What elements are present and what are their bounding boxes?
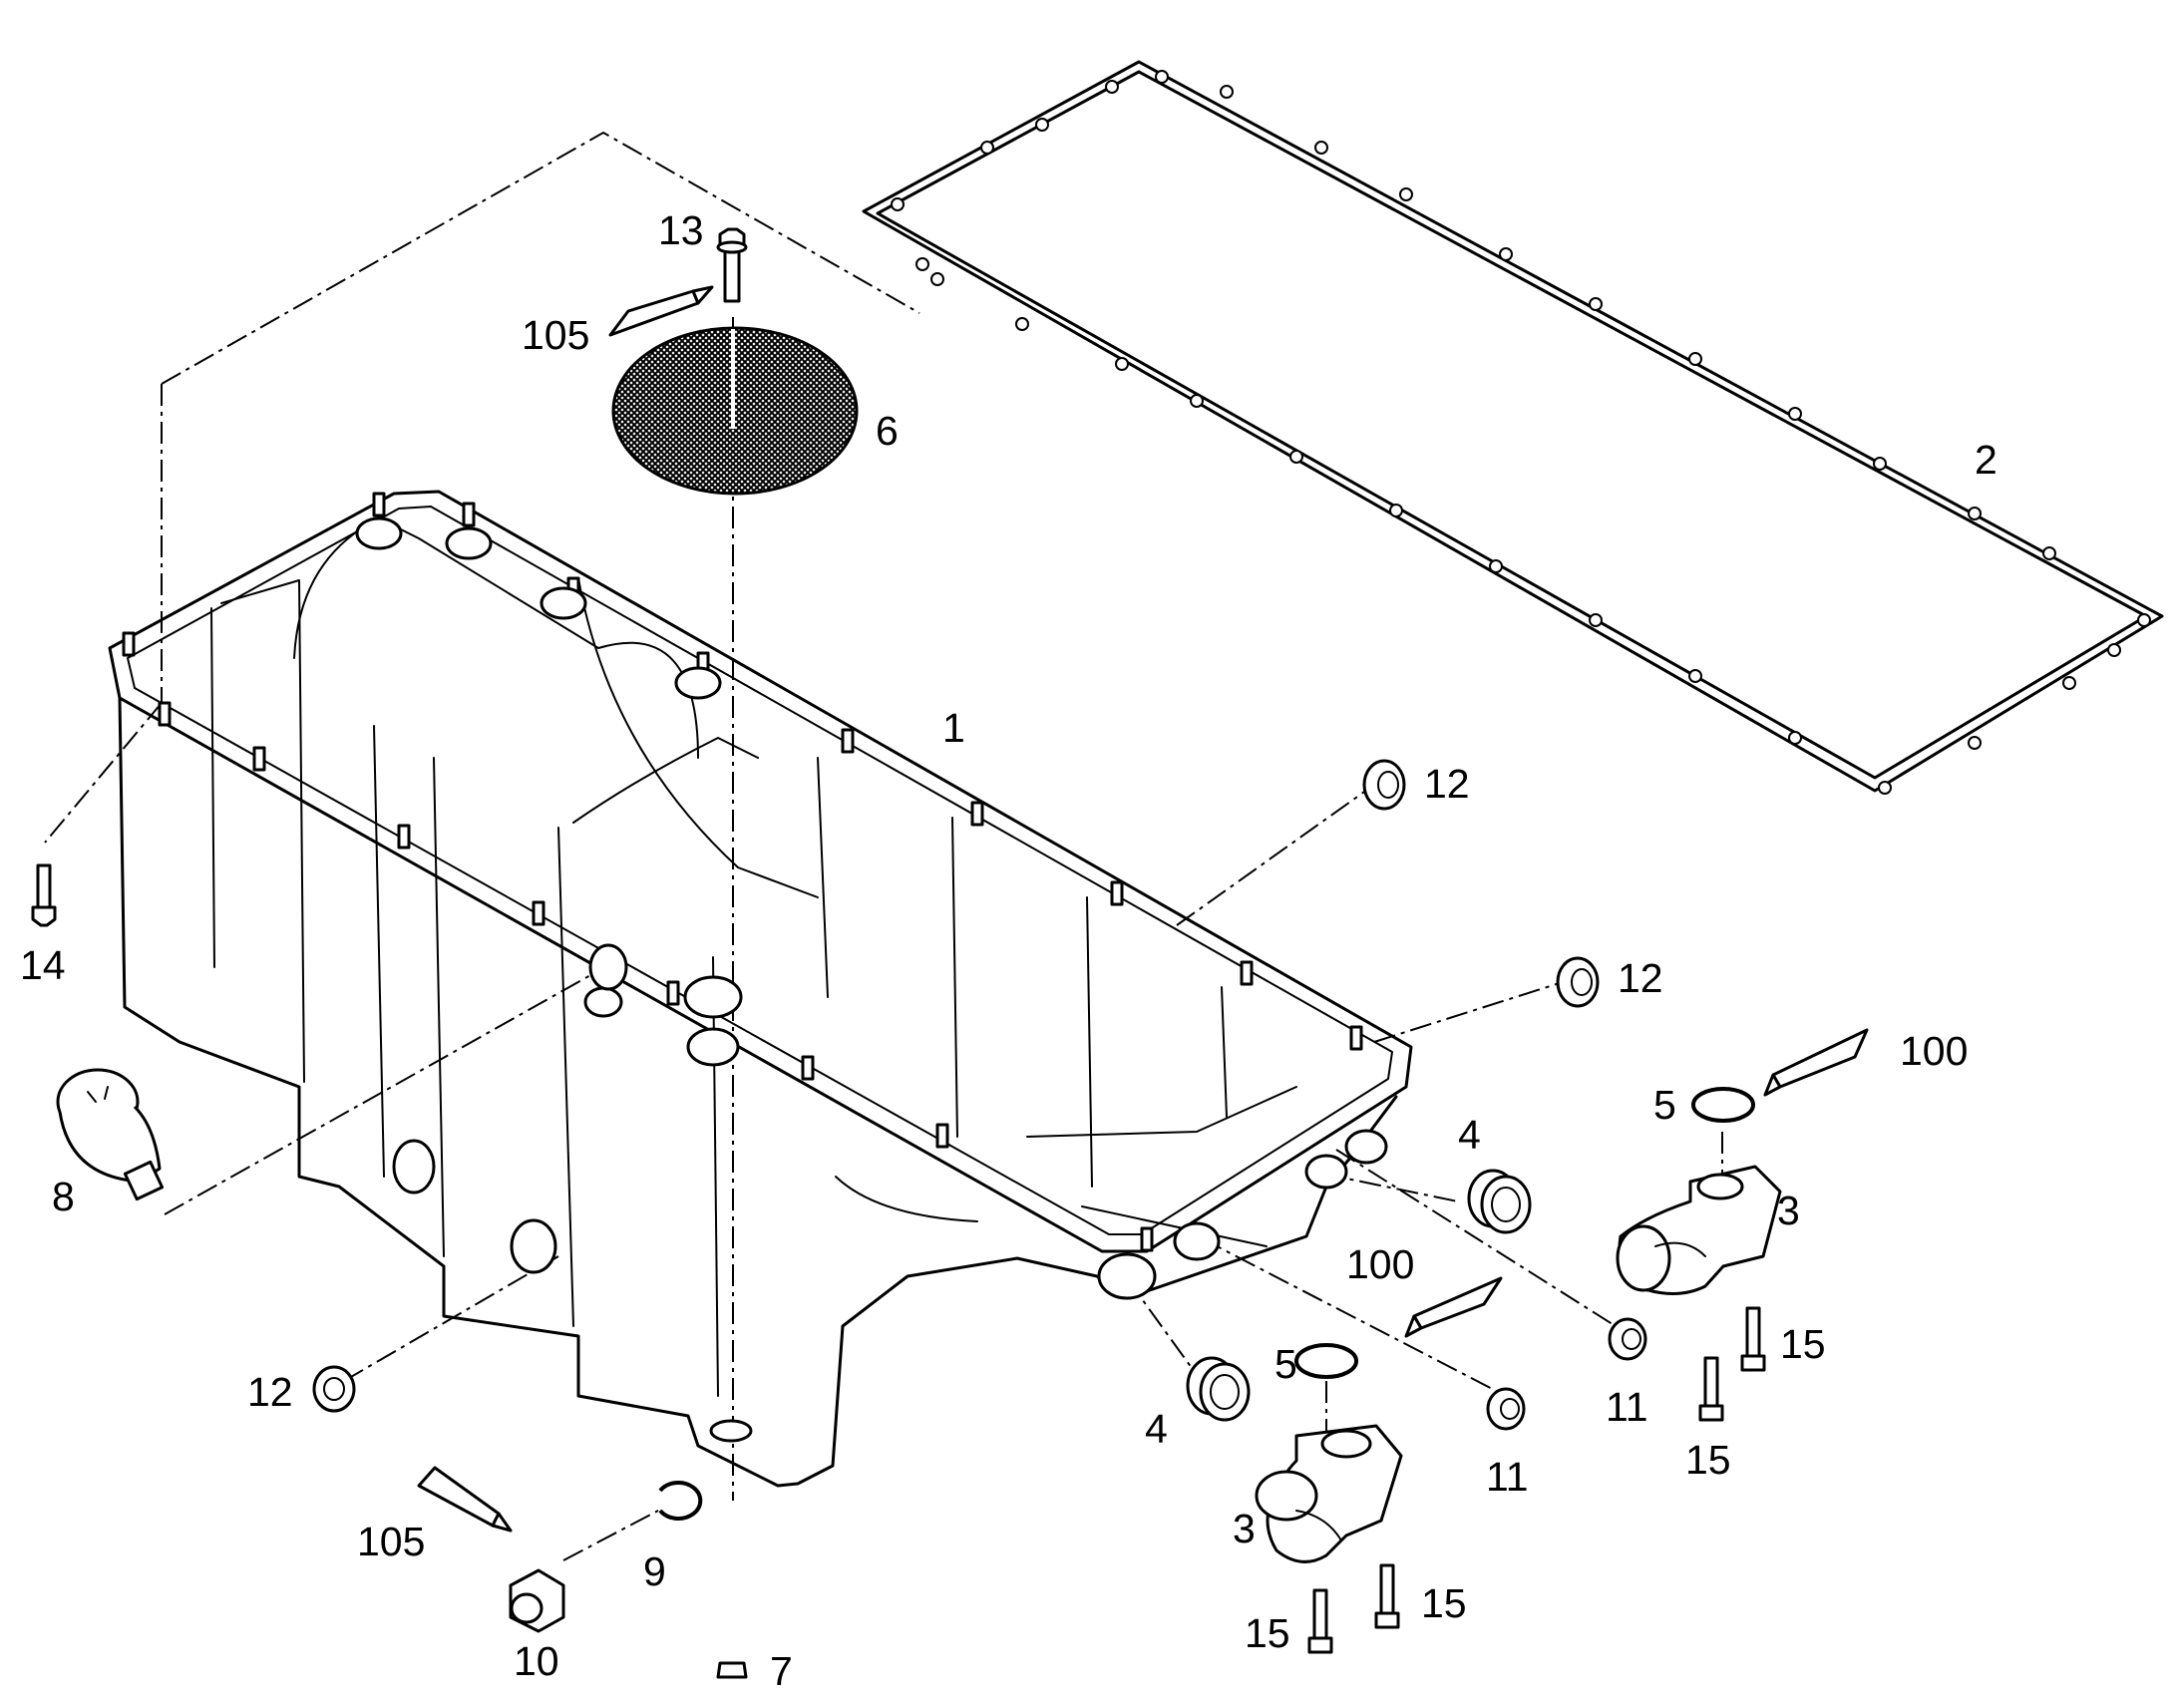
seal-sleeve-lower xyxy=(1186,1356,1251,1422)
label-4-upper: 4 xyxy=(1458,1112,1481,1158)
label-3-lower: 3 xyxy=(1233,1506,1256,1551)
label-12-middle: 12 xyxy=(1618,955,1663,1001)
sealant-tube-100-upper xyxy=(1763,1028,1869,1097)
label-1: 1 xyxy=(942,705,965,751)
sealant-tube-105-lower xyxy=(417,1466,513,1533)
plug-assembly xyxy=(56,1068,165,1201)
sealant-tube-105-upper xyxy=(608,285,714,337)
label-13: 13 xyxy=(658,207,704,253)
label-100-lower: 100 xyxy=(1346,1241,1414,1287)
small-plug-left xyxy=(1486,1387,1526,1431)
strainer-bolt xyxy=(716,227,748,303)
label-105-lower: 105 xyxy=(357,1519,425,1564)
oil-pan xyxy=(108,490,1413,1488)
label-2: 2 xyxy=(1975,437,1998,483)
strainer-screen xyxy=(611,326,859,496)
elbow-bolts xyxy=(1307,1306,1766,1654)
label-6: 6 xyxy=(876,408,899,454)
elbow-fitting-lower xyxy=(1255,1424,1403,1563)
callout-labels: 1 2 3 3 4 4 5 5 6 7 8 9 10 11 11 12 12 1… xyxy=(20,207,1998,1694)
label-11-left: 11 xyxy=(1486,1454,1529,1500)
pan-bolt xyxy=(31,863,57,927)
label-100-upper: 100 xyxy=(1900,1028,1968,1074)
label-15-b: 15 xyxy=(1685,1437,1731,1483)
plug-middle xyxy=(1556,956,1600,1008)
gasket xyxy=(862,60,2164,795)
sealant-tube-100-lower xyxy=(1404,1276,1503,1338)
plug-upper xyxy=(1362,759,1406,811)
label-3-upper: 3 xyxy=(1777,1188,1800,1233)
drain-plug xyxy=(509,1568,565,1633)
label-8: 8 xyxy=(52,1174,75,1219)
label-14: 14 xyxy=(20,942,66,988)
o-ring-upper xyxy=(1691,1087,1755,1123)
label-15-d: 15 xyxy=(1245,1610,1290,1656)
small-plug-right xyxy=(1608,1317,1647,1361)
elbow-fitting-upper xyxy=(1616,1165,1782,1295)
label-105-upper: 105 xyxy=(522,312,589,358)
plug-lower xyxy=(312,1365,356,1413)
label-7: 7 xyxy=(770,1648,793,1694)
label-4-lower: 4 xyxy=(1145,1406,1168,1452)
label-5-upper: 5 xyxy=(1653,1082,1676,1128)
label-11-right: 11 xyxy=(1606,1384,1648,1430)
washer xyxy=(658,1481,703,1521)
label-9: 9 xyxy=(643,1548,666,1594)
label-12-upper: 12 xyxy=(1424,761,1470,807)
small-drain-plug xyxy=(716,1661,748,1679)
label-12-lower: 12 xyxy=(247,1369,293,1415)
label-5-lower: 5 xyxy=(1274,1341,1297,1387)
label-15-c: 15 xyxy=(1421,1580,1467,1626)
o-ring-lower xyxy=(1294,1343,1358,1379)
label-15-a: 15 xyxy=(1780,1321,1826,1367)
label-10: 10 xyxy=(514,1638,559,1684)
seal-sleeve-upper xyxy=(1467,1169,1532,1234)
leader-lines xyxy=(44,131,1723,1561)
